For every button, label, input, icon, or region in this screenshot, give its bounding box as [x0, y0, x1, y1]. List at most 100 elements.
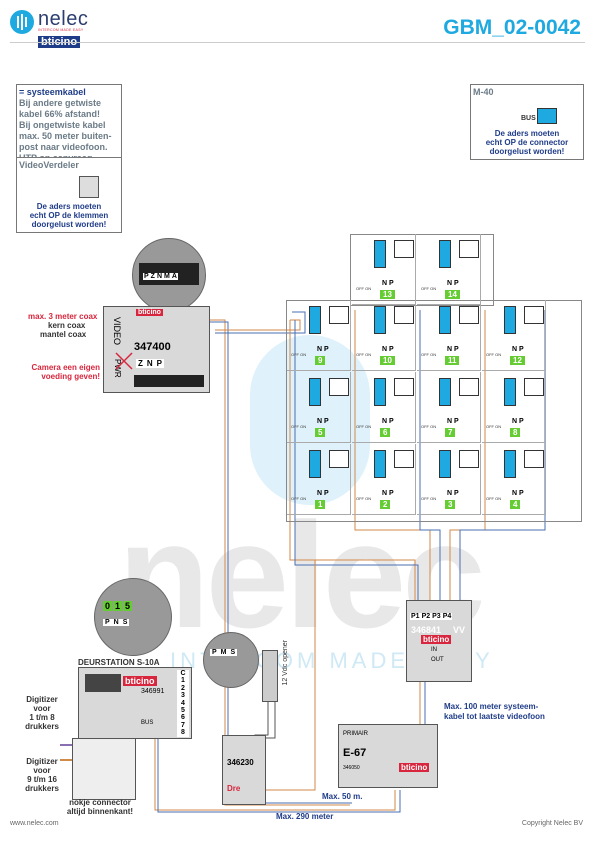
camera-power-note: Camera een eigen voeding geven! — [28, 363, 100, 381]
relay-model: 346230 — [227, 758, 254, 767]
videophone-screen — [329, 450, 349, 468]
terminal-label: 3 — [181, 692, 185, 700]
camera-brand: bticino — [136, 309, 163, 316]
videophone-number: 10 — [380, 356, 395, 365]
off-on-switch: OFF ON — [291, 496, 307, 501]
terminal-label: M — [220, 649, 227, 656]
systemcable-line: post naar videofoon. — [19, 142, 108, 152]
videophone-screen — [394, 306, 414, 324]
digitizer-line: Digitizer — [26, 757, 58, 766]
np-label: N P — [512, 346, 524, 353]
digitizer-line: 9 t/m 16 — [27, 775, 57, 784]
psu-code: 346050 — [343, 765, 360, 771]
connector-line: altijd binnenkant! — [66, 807, 134, 816]
opener — [262, 650, 278, 702]
terminal-label: 6 — [181, 714, 185, 722]
videophone-screen — [459, 240, 479, 258]
terminal-label: C — [180, 670, 186, 677]
port-label: P3 — [432, 613, 441, 620]
systemcable-line: Bij andere getwiste — [19, 98, 102, 108]
terminal-label: 1 — [181, 677, 185, 685]
videophone-terminal — [309, 306, 321, 334]
terminal-label: 4 — [181, 699, 185, 707]
coax-kern-label: kern coax — [48, 321, 86, 330]
door-brand: bticino — [123, 676, 157, 686]
port-label: P4 — [442, 613, 452, 620]
psu-model: E-67 — [343, 747, 367, 759]
dial-digit: 1 — [113, 601, 123, 611]
videophone-terminal — [439, 306, 451, 334]
monitor-grid-top — [350, 234, 494, 306]
terminal-label: N — [146, 359, 153, 368]
videophone-screen — [524, 306, 544, 324]
videophone-number: 11 — [445, 356, 460, 365]
camera-model: 347400 — [134, 341, 171, 353]
max100-note: Max. 100 meter systeem- kabel tot laatst… — [444, 702, 545, 722]
videophone-terminal — [504, 378, 516, 406]
off-on-switch: OFF ON — [356, 424, 372, 429]
max100-line: kabel tot laatste videofoon — [444, 712, 545, 721]
videophone-screen — [524, 450, 544, 468]
m40-line: doorgelust worden! — [489, 147, 565, 156]
distributor-vv: VV — [453, 625, 466, 635]
terminal-label: P — [212, 649, 217, 656]
np-label: N P — [382, 280, 394, 287]
digitizer-line: voor — [33, 766, 51, 775]
off-on-switch: OFF ON — [291, 352, 307, 357]
dial-digit: 5 — [123, 601, 133, 611]
coax-mantel-label: mantel coax — [40, 330, 87, 339]
door-keypad — [85, 674, 121, 692]
videophone-screen — [329, 378, 349, 396]
terminal-label: P — [144, 273, 149, 280]
door-station-title: DEURSTATION S-10A — [78, 658, 160, 667]
digitizer-line: voor — [33, 704, 51, 713]
np-label: N P — [317, 418, 329, 425]
m40-line: De aders moeten — [494, 129, 560, 138]
door-station: bticino 346991 BUS C 1 2 3 4 5 6 7 8 — [78, 667, 192, 739]
terminal-label: Z — [138, 359, 143, 368]
videophone-terminal — [374, 306, 386, 334]
max100-line: Max. 100 meter systeem- — [444, 702, 539, 711]
terminal-label: Z — [150, 273, 155, 280]
videophone-screen — [459, 450, 479, 468]
digitizer-line: drukkers — [25, 784, 59, 793]
terminal-label: 7 — [181, 721, 185, 729]
terminal-label: M — [164, 273, 170, 280]
doc-code: GBM_02-0042 — [443, 16, 581, 39]
videophone-number: 3 — [445, 500, 456, 509]
videophone-number: 2 — [380, 500, 391, 509]
terminal-label: S — [230, 649, 236, 656]
connector-note: nokje connector altijd binnenkant! — [60, 798, 140, 816]
digitizer2-note: Digitizer voor 9 t/m 16 drukkers — [18, 757, 66, 793]
off-on-switch: OFF ON — [421, 286, 437, 291]
terminal-label: A — [171, 273, 177, 280]
door-bus: BUS — [141, 720, 154, 726]
psu-brand: bticino — [399, 763, 430, 772]
videophone-number: 1 — [315, 500, 326, 509]
distributor-out: OUT — [431, 657, 444, 663]
terminal-label: P — [156, 359, 163, 368]
videophone-number: 7 — [445, 428, 456, 437]
videophone-screen — [394, 240, 414, 258]
camera-video-label: VIDEO — [112, 317, 122, 346]
camera-bottom-connector — [134, 375, 204, 387]
port-label: P1 — [411, 613, 420, 620]
camera-power-line: voeding geven! — [41, 372, 100, 381]
videoverdeler-line: De aders moeten — [36, 202, 102, 211]
np-label: N P — [447, 490, 459, 497]
door-terminal-strip: C 1 2 3 4 5 6 7 8 — [177, 670, 189, 737]
